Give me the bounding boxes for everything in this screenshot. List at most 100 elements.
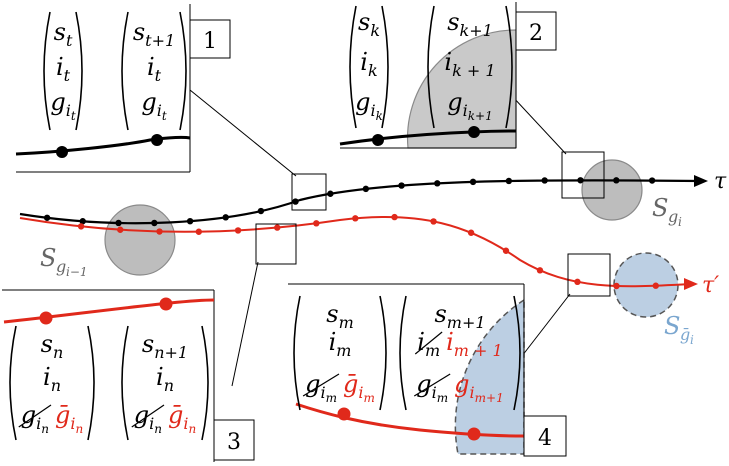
connector-1 — [189, 89, 297, 177]
state-point — [257, 207, 265, 215]
svg-text:sm: sm — [326, 300, 354, 332]
callout-4-point-sm — [337, 407, 351, 421]
svg-text:i: i — [678, 215, 682, 229]
callout-1: 1 — [15, 4, 231, 173]
svg-text:ḡ: ḡ — [680, 325, 690, 344]
label-s-g-i: S g i — [652, 194, 682, 229]
state-point — [234, 227, 242, 234]
tau-label: τ — [714, 169, 727, 194]
tau-arrowhead — [694, 175, 708, 187]
callout-4-trajectory — [295, 402, 525, 438]
label-s-g-bar-i: S ḡ i — [664, 312, 694, 347]
state-point — [502, 247, 510, 254]
vector-bracket — [201, 325, 209, 441]
callout-4-col-1-row-3-new: ḡim — [343, 370, 375, 405]
trajectory-tau — [19, 179, 701, 225]
vector-bracket — [505, 5, 513, 129]
callout-4-col-2-row-1: sm+1 — [434, 300, 485, 332]
state-point — [117, 226, 124, 233]
svg-text:st+1: st+1 — [133, 18, 175, 50]
callout-2-col-2-row-2: ik + 1 — [444, 48, 495, 80]
svg-text:it: it — [147, 53, 162, 85]
callout-3-col-2-row-2: in — [156, 363, 174, 395]
state-point — [274, 224, 281, 231]
state-point — [79, 218, 86, 225]
callout-2-number-box — [515, 11, 557, 51]
svg-text:ik: ik — [360, 48, 377, 80]
svg-text:ḡin: ḡin — [55, 401, 83, 436]
callout-1-col-2-row-2: it — [147, 53, 162, 85]
svg-text:im + 1: im + 1 — [446, 328, 503, 360]
svg-text:g: g — [668, 207, 678, 226]
callout-2-col-1-row-3: gik — [355, 88, 383, 123]
svg-text:gin: gin — [134, 401, 162, 436]
callout-3-col-1-row-1: sn — [41, 330, 64, 362]
callout-1-number-box — [189, 19, 231, 59]
vector-bracket — [121, 11, 129, 131]
zoom-marker-3 — [255, 223, 297, 265]
callout-2: 2 — [339, 2, 557, 149]
state-point — [292, 198, 299, 205]
svg-text:gin: gin — [21, 401, 49, 436]
goal-region-g-i-minus-1 — [104, 204, 176, 276]
svg-text:gim: gim — [416, 370, 448, 405]
callout-4-goal-region — [454, 298, 525, 455]
state-point — [115, 219, 122, 227]
state-point — [327, 190, 334, 197]
vector-bracket — [293, 295, 301, 411]
callout-4-col-1-row-1: sm — [326, 300, 354, 332]
zoom-marker-4 — [567, 253, 611, 297]
trajectory-tau-prime — [19, 215, 691, 288]
svg-text:git: git — [141, 88, 167, 123]
svg-text:sn+1: sn+1 — [142, 330, 188, 362]
label-s-g-i-minus-1: S g i−1 — [40, 244, 88, 279]
callout-1-col-2-row-3: git — [141, 88, 167, 123]
callout-1-point-st — [56, 146, 68, 158]
zoom-marker-2 — [561, 151, 605, 199]
callout-3-point-sn1 — [159, 297, 173, 311]
callout-1-col-2-row-1: st+1 — [133, 18, 175, 50]
callout-4-col-2-row-2-new: im + 1 — [446, 328, 503, 360]
callout-2-point-sk — [372, 134, 384, 146]
callout-1-point-st1 — [151, 134, 163, 146]
callout-3-col-1-row-2: in — [43, 363, 61, 395]
callout-4-col-2-row-3-old: gim — [413, 370, 451, 405]
vector-bracket — [179, 11, 187, 131]
callout-3-col-2-row-3-old: gin — [131, 401, 165, 436]
state-point — [577, 177, 584, 184]
connector-2 — [511, 95, 567, 155]
callout-2-goal-region — [406, 29, 517, 149]
svg-text:git: git — [50, 88, 76, 123]
callout-4-number: 4 — [538, 426, 552, 451]
callout-1-col-1-row-3: git — [50, 88, 76, 123]
callout-4-col-1-row-3-old: gim — [302, 370, 340, 405]
zoom-marker-1 — [291, 173, 327, 211]
callout-1-col-1-row-1: st — [54, 18, 73, 50]
callout-2-col-1-row-1: sk — [358, 8, 380, 40]
svg-text:sk: sk — [358, 8, 380, 40]
svg-text:im: im — [417, 328, 440, 360]
callout-3-col-2-row-1: sn+1 — [142, 330, 188, 362]
tau-prime-label: τ′ — [702, 273, 719, 298]
svg-text:im: im — [329, 328, 352, 360]
callout-4-number-box — [523, 415, 567, 457]
state-point — [195, 228, 202, 235]
callout-2-number: 2 — [529, 21, 543, 46]
state-point — [43, 214, 51, 221]
svg-text:S: S — [664, 312, 680, 340]
callout-1-col-1-row-2: it — [56, 53, 71, 85]
state-point — [505, 177, 513, 185]
callout-1-number: 1 — [203, 29, 217, 54]
callout-1-trajectory — [15, 135, 191, 156]
state-point — [156, 228, 163, 235]
callout-2-point-sk1 — [468, 126, 480, 138]
vector-bracket — [381, 5, 389, 129]
state-point — [391, 213, 398, 221]
svg-text:g: g — [56, 257, 66, 276]
svg-text:S: S — [652, 194, 668, 222]
state-point — [467, 229, 475, 236]
svg-text:in: in — [156, 363, 174, 395]
vector-bracket — [87, 325, 95, 441]
